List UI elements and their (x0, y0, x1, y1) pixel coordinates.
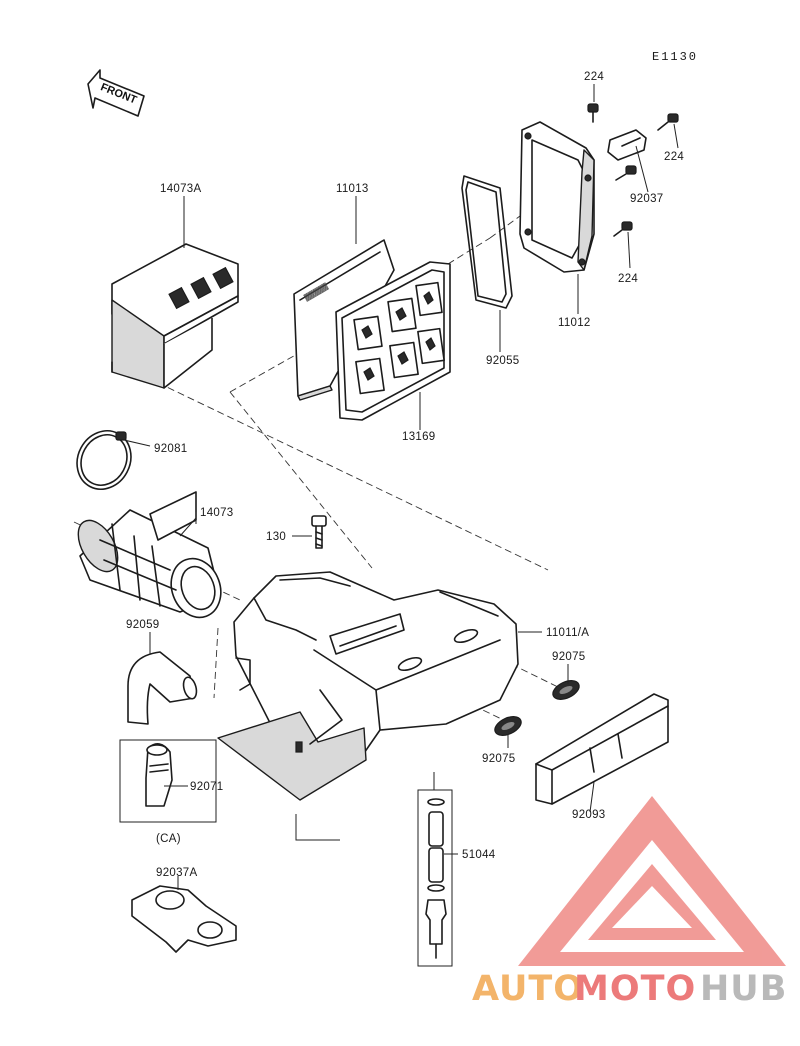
callout-92081: 92081 (154, 443, 187, 455)
front-arrow-icon: FRONT (87, 69, 145, 117)
part-92055-gasket (461, 175, 513, 309)
callout-224-right: 224 (664, 151, 684, 163)
callout-92059: 92059 (126, 619, 159, 631)
part-92075-grommet-right (552, 680, 580, 700)
callout-51044: 51044 (462, 849, 496, 861)
part-92075-grommet-lower (494, 716, 522, 736)
diagram-code: E1130 (652, 50, 698, 64)
callout-92075-bottom: 92075 (482, 753, 515, 765)
part-224-screw-mid (615, 165, 637, 181)
callout-92055: 92055 (486, 355, 519, 367)
callout-14073: 14073 (200, 507, 233, 519)
ca-variant-box (119, 739, 217, 823)
watermark-hub: HUB (700, 969, 787, 1009)
callout-92037: 92037 (630, 193, 663, 205)
leader-lines (123, 84, 679, 890)
callout-92037A: 92037A (156, 867, 197, 879)
callout-224-bottom: 224 (618, 273, 638, 285)
part-224-screw-top (587, 103, 599, 123)
part-224-screw-bottom (613, 221, 633, 237)
part-92071-hose (145, 743, 173, 807)
callout-14073A: 14073A (160, 183, 201, 195)
part-92037A-clip (131, 885, 237, 953)
callout-11011A: 11011/A (546, 627, 589, 639)
callout-92093: 92093 (572, 809, 605, 821)
callout-ca: (CA) (156, 833, 181, 845)
automotohub-logo-icon (518, 796, 786, 966)
part-92037-clamp (607, 129, 647, 161)
part-224-screw-right (657, 113, 679, 131)
part-14073A-intake-duct (111, 243, 239, 389)
callout-92071: 92071 (190, 781, 223, 793)
watermark-auto: AUTO (472, 969, 584, 1009)
callout-11013: 11013 (336, 183, 369, 195)
part-51044-drain-assembly (417, 789, 453, 967)
callout-130: 130 (266, 531, 286, 543)
part-11011A-air-cleaner-case (217, 571, 519, 801)
part-92059-drain-hose (127, 651, 198, 725)
callout-224-top: 224 (584, 71, 604, 83)
part-14073-intake-boot (77, 491, 222, 619)
part-92081-hose-clamp (76, 430, 132, 490)
callout-13169: 13169 (402, 431, 435, 443)
callout-11012: 11012 (558, 317, 591, 329)
watermark-moto: MOTO (574, 969, 696, 1009)
part-130-bolt (311, 515, 327, 549)
callout-labels: 224 224 92037 224 11012 92055 11013 1316… (126, 71, 684, 879)
part-13169-element-holder (335, 261, 451, 421)
callout-92075-top: 92075 (552, 651, 585, 663)
automotohub-watermark: AUTO MOTO HUB (472, 969, 787, 1009)
part-11012-cover (519, 121, 595, 273)
part-92093-cover-plate (535, 693, 669, 805)
